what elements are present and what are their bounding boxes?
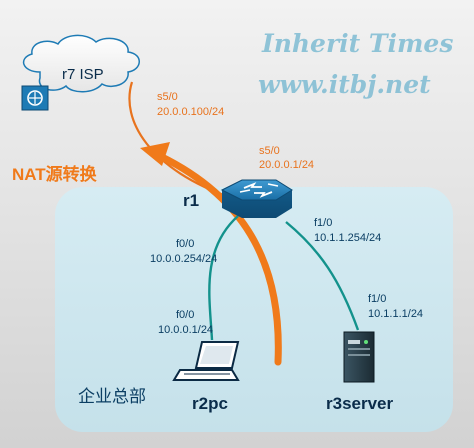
watermark-line2: www.itbj.net xyxy=(258,70,431,99)
r1-name: r1 xyxy=(183,191,199,210)
nat-arrow xyxy=(140,142,282,366)
r1-router[interactable] xyxy=(220,179,293,218)
r1-f10-ip: 10.1.1.254/24 xyxy=(314,232,381,244)
pc-ip: 10.0.0.1/24 xyxy=(158,324,213,336)
server-iface: f1/0 xyxy=(368,293,386,305)
isp-ip: 20.0.0.100/24 xyxy=(157,106,224,118)
r1-f10-iface: f1/0 xyxy=(314,217,332,229)
nat-label: NAT源转换 xyxy=(12,164,98,184)
link-r1-server xyxy=(285,221,360,331)
server-ip: 10.1.1.1/24 xyxy=(368,308,423,320)
isp-cloud[interactable] xyxy=(22,34,140,93)
r1-s50-iface: s5/0 xyxy=(259,145,280,157)
link-r1-pc xyxy=(208,215,239,341)
r2pc-laptop[interactable] xyxy=(172,341,240,381)
r3server-name: r3server xyxy=(326,394,394,413)
isp-router-icon xyxy=(21,85,49,111)
r1-s50-ip: 20.0.0.1/24 xyxy=(259,159,314,171)
hq-label: 企业总部 xyxy=(78,387,146,406)
isp-iface: s5/0 xyxy=(157,91,178,103)
r2pc-name: r2pc xyxy=(192,394,228,413)
watermark-line1: Inherit Times xyxy=(261,29,453,58)
isp-name: r7 ISP xyxy=(62,66,104,83)
r3server-icon[interactable] xyxy=(343,331,375,383)
r1-f00-ip: 10.0.0.254/24 xyxy=(150,253,217,265)
pc-iface: f0/0 xyxy=(176,309,194,321)
r1-f00-iface: f0/0 xyxy=(176,238,194,250)
